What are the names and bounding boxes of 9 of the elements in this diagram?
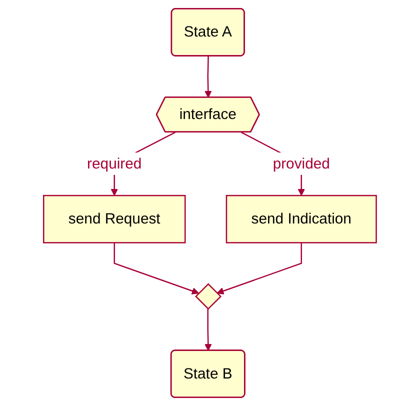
arrow [216,242,302,294]
node-diamond [195,283,222,310]
node-box: send Request [43,194,186,244]
node-box: send Indication [226,194,377,244]
arrow [204,56,212,98]
edge-label: provided [272,155,330,172]
arrow [204,308,212,351]
edge-label: required [87,155,142,172]
arrow [114,242,200,294]
